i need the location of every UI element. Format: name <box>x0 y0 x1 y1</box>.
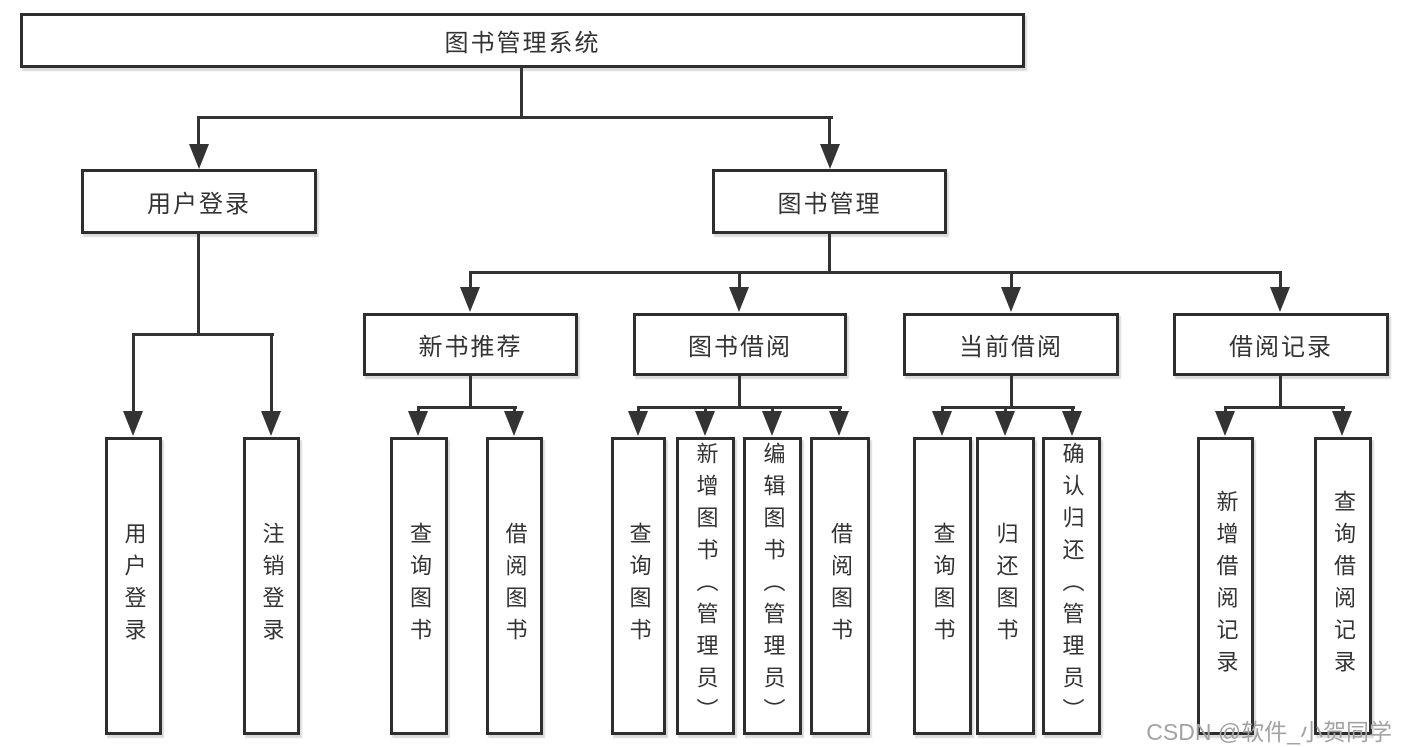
node-book-borrow-label: 图书借阅 <box>688 334 792 361</box>
leaf-user-login-label: 用户登录 <box>121 522 147 650</box>
leaf-query-book-3-label: 查询图书 <box>930 522 956 650</box>
node-book-mgmt: 图书管理 <box>712 169 947 234</box>
connector-stem-book-mgmt <box>828 119 831 146</box>
leaf-return-book-label: 归还图书 <box>993 522 1019 650</box>
leaf-edit-book-admin-label: 编辑图书（管理员） <box>760 442 786 730</box>
node-root: 图书管理系统 <box>20 13 1025 68</box>
node-borrow-record: 借阅记录 <box>1173 313 1389 376</box>
arrow-down-icon <box>261 411 281 436</box>
leaf-query-book-1: 查询图书 <box>390 437 448 735</box>
leaf-borrow-book-1: 借阅图书 <box>486 437 543 735</box>
connector-stem-leaf <box>1071 406 1074 413</box>
leaf-logout: 注销登录 <box>243 437 300 735</box>
connector-new-book-trunk <box>469 376 472 408</box>
leaf-query-borrow-record: 查询借阅记录 <box>1314 437 1372 735</box>
leaf-query-book-2: 查询图书 <box>611 437 666 735</box>
node-user-login: 用户登录 <box>81 169 317 234</box>
connector-stem-leaf <box>132 336 135 412</box>
leaf-edit-book-admin: 编辑图书（管理员） <box>743 437 802 735</box>
arrow-down-icon <box>504 411 524 436</box>
arrow-down-icon <box>829 411 849 436</box>
leaf-user-login: 用户登录 <box>105 437 162 735</box>
leaf-query-book-3: 查询图书 <box>913 437 972 735</box>
leaf-add-borrow-record-label: 新增借阅记录 <box>1213 490 1239 682</box>
arrow-down-icon <box>820 144 840 169</box>
connector-stem-book-borrow <box>738 274 741 290</box>
arrow-down-icon <box>123 411 143 436</box>
node-new-book-rec-label: 新书推荐 <box>418 334 523 361</box>
connector-book-borrow-trunk <box>738 376 741 408</box>
arrow-down-icon <box>1062 411 1082 436</box>
node-current-borrow: 当前借阅 <box>903 313 1119 376</box>
leaf-confirm-return-admin: 确认归还（管理员） <box>1042 437 1101 735</box>
leaf-return-book: 归还图书 <box>976 437 1035 735</box>
connector-book-borrow-branch <box>637 406 842 409</box>
connector-stem-new-book <box>469 274 472 290</box>
connector-borrow-record-trunk <box>1279 376 1282 408</box>
arrow-down-icon <box>408 411 428 436</box>
connector-new-book-branch <box>417 406 517 409</box>
connector-borrow-record-branch <box>1224 406 1345 409</box>
connector-book-mgmt-trunk <box>828 233 831 273</box>
node-book-mgmt-label: 图书管理 <box>777 191 882 218</box>
arrow-down-icon <box>695 411 715 436</box>
arrow-down-icon <box>729 287 749 312</box>
connector-current-borrow-branch <box>941 406 1075 409</box>
connector-stem-leaf <box>1004 406 1007 413</box>
csdn-watermark: CSDN @软件_小贺同学 <box>1146 719 1392 745</box>
node-root-label: 图书管理系统 <box>444 30 601 57</box>
leaf-query-book-1-label: 查询图书 <box>407 522 432 650</box>
connector-stem-leaf <box>771 406 774 413</box>
connector-stem-leaf <box>637 406 640 413</box>
arrow-down-icon <box>995 411 1015 436</box>
connector-root-trunk <box>520 68 523 119</box>
leaf-add-book-admin-label: 新增图书（管理员） <box>693 442 719 730</box>
arrow-down-icon <box>1332 411 1352 436</box>
leaf-confirm-return-admin-label: 确认归还（管理员） <box>1059 442 1085 730</box>
leaf-borrow-book-2: 借阅图书 <box>810 437 870 735</box>
arrow-down-icon <box>628 411 648 436</box>
connector-book-mgmt-branch <box>469 271 1282 274</box>
connector-stem-leaf <box>838 406 841 413</box>
node-borrow-record-label: 借阅记录 <box>1229 334 1333 361</box>
connector-stem-user-login <box>197 119 200 146</box>
arrow-down-icon <box>460 287 480 312</box>
connector-stem-leaf <box>941 406 944 413</box>
leaf-query-borrow-record-label: 查询借阅记录 <box>1331 490 1356 682</box>
connector-stem-leaf <box>704 406 707 413</box>
arrow-down-icon <box>932 411 952 436</box>
connector-stem-leaf <box>1224 406 1227 413</box>
arrow-down-icon <box>1001 287 1021 312</box>
connector-stem-leaf <box>270 336 273 412</box>
connector-stem-leaf <box>417 406 420 413</box>
arrow-down-icon <box>762 411 782 436</box>
connector-root-branch <box>197 116 833 119</box>
arrow-down-icon <box>189 144 209 169</box>
leaf-borrow-book-1-label: 借阅图书 <box>502 522 528 650</box>
arrow-down-icon <box>1270 287 1290 312</box>
connector-stem-borrow-record <box>1279 274 1282 290</box>
node-current-borrow-label: 当前借阅 <box>959 334 1063 361</box>
node-user-login-label: 用户登录 <box>147 191 251 218</box>
leaf-borrow-book-2-label: 借阅图书 <box>828 522 853 650</box>
connector-stem-leaf <box>1341 406 1344 413</box>
connector-stem-current-borrow <box>1010 274 1013 290</box>
leaf-add-borrow-record: 新增借阅记录 <box>1197 437 1254 735</box>
node-book-borrow: 图书借阅 <box>633 313 847 376</box>
connector-current-borrow-trunk <box>1010 376 1013 408</box>
leaf-logout-label: 注销登录 <box>259 522 285 650</box>
node-new-book-rec: 新书推荐 <box>363 313 578 376</box>
connector-user-login-branch <box>132 333 274 336</box>
leaf-query-book-2-label: 查询图书 <box>626 522 652 650</box>
connector-user-login-trunk <box>197 233 200 336</box>
connector-stem-leaf <box>513 406 516 413</box>
leaf-add-book-admin: 新增图书（管理员） <box>676 437 735 735</box>
arrow-down-icon <box>1215 411 1235 436</box>
